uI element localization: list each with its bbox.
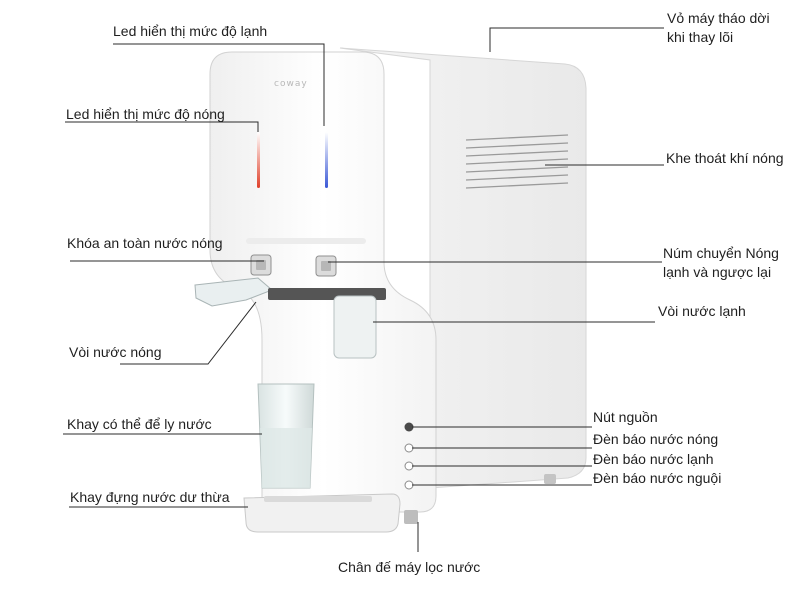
water-glass [257,383,315,489]
hot-led-strip [257,132,260,188]
leader-lines [63,27,664,552]
rear-housing [339,47,587,489]
hot-water-lock[interactable] [250,254,272,276]
rear-foot [544,474,556,484]
label-removable-cover-line2: khi thay lõi [667,29,734,45]
label-hot-indicator: Đèn báo nước nóng [593,431,719,447]
dispenser-panel [246,238,366,244]
hot-water-indicator [404,443,414,453]
label-drip-tray: Khay đựng nước dư thừa [70,489,230,505]
label-hot-cold-switch-line1: Núm chuyển Nóng [663,245,779,261]
label-removable-cover: Vỏ máy tháo dời khi thay lõi [667,9,792,47]
label-power-button: Nút nguồn [593,409,658,425]
brand-logo: coway [274,79,308,89]
label-hot-lock: Khóa an toàn nước nóng [67,235,223,251]
base-foot [404,510,418,524]
label-vent: Khe thoát khí nóng [666,150,784,166]
vent-slots [465,134,569,189]
label-hot-cold-switch-line2: lạnh và ngược lại [663,264,772,280]
label-cup-tray: Khay có thể để ly nước [67,416,212,432]
hot-cold-switch-knob[interactable] [315,255,337,277]
cold-water-indicator [404,461,414,471]
label-hot-led: Led hiển thị mức độ nóng [66,106,225,122]
power-button[interactable] [404,422,414,432]
drip-tray-grille [264,496,372,502]
drip-tray[interactable] [243,493,401,533]
label-base-foot: Chân đế máy lọc nước [338,559,481,575]
cold-tap[interactable] [333,295,377,359]
hot-tap[interactable] [194,277,273,307]
label-hot-cold-switch: Núm chuyển Nóng lạnh và ngược lại [663,244,795,282]
label-removable-cover-line1: Vỏ máy tháo dời [667,10,770,26]
label-hot-tap: Vòi nước nóng [69,344,162,360]
cold-led-strip [325,132,328,188]
label-cold-tap: Vòi nước lạnh [658,303,746,319]
label-cold-indicator: Đèn báo nước lạnh [593,451,714,467]
label-ambient-indicator: Đèn báo nước nguội [593,470,722,486]
ambient-water-indicator [404,480,414,490]
label-cold-led: Led hiển thị mức độ lạnh [113,23,268,39]
